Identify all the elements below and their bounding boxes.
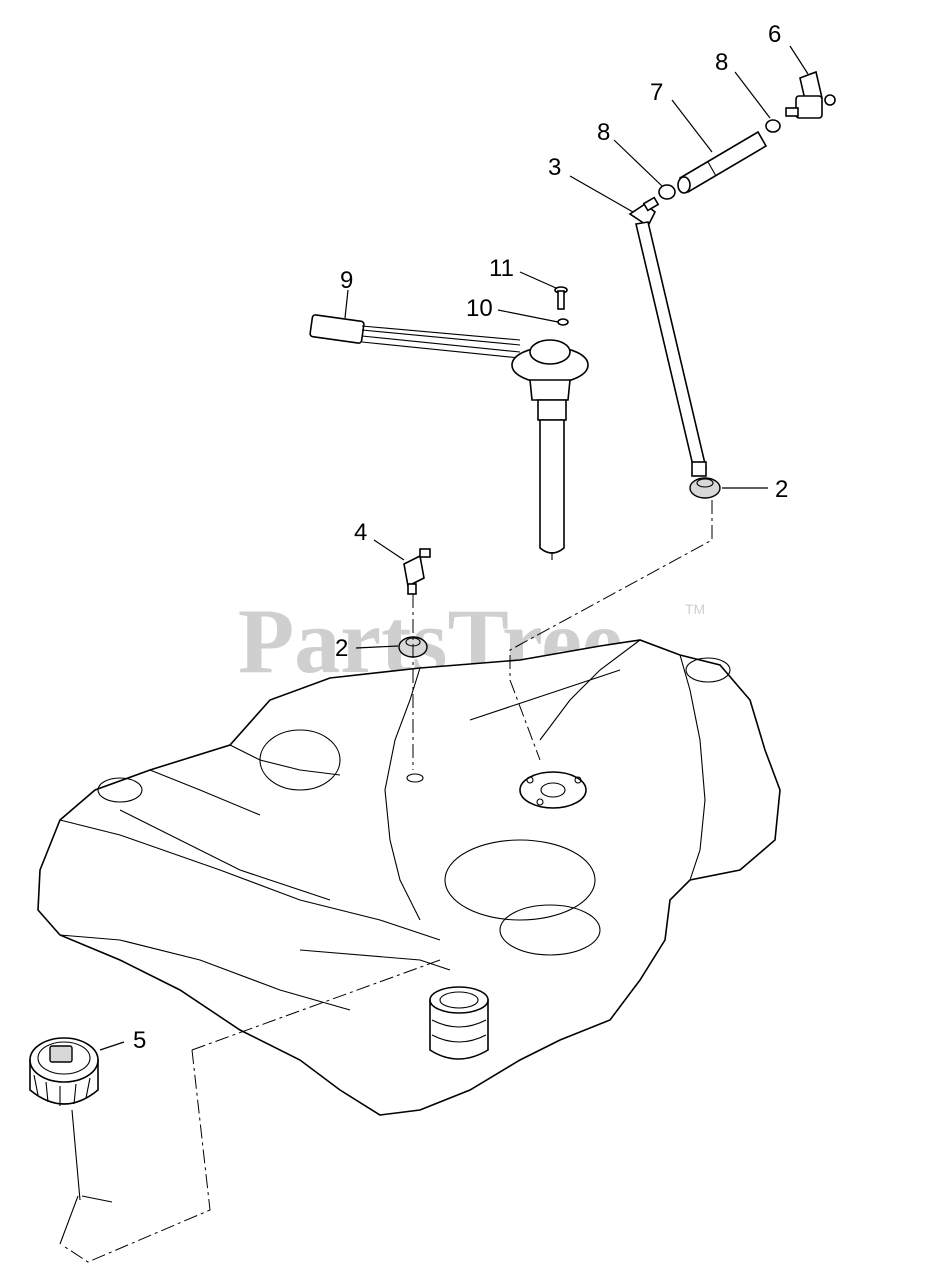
part-2-grommet-upper bbox=[689, 477, 721, 499]
fuel-tank bbox=[37, 639, 781, 1116]
watermark-trademark: TM bbox=[685, 601, 705, 617]
callout-6: 6 bbox=[768, 21, 781, 48]
callout-8-upper: 8 bbox=[715, 49, 728, 76]
part-8-clamp-upper bbox=[765, 119, 781, 133]
leader-lines bbox=[99, 45, 809, 1051]
callout-7: 7 bbox=[650, 79, 663, 106]
part-9-fuel-sender bbox=[309, 314, 589, 560]
part-11-screw bbox=[554, 286, 568, 310]
callout-2-upper: 2 bbox=[775, 476, 788, 503]
callout-3: 3 bbox=[548, 154, 561, 181]
part-3-vent-tube bbox=[628, 196, 707, 477]
callout-11: 11 bbox=[489, 255, 514, 282]
callout-4: 4 bbox=[354, 519, 367, 546]
callout-2-lower: 2 bbox=[335, 635, 348, 662]
callout-10: 10 bbox=[466, 295, 493, 322]
part-8-clamp-lower bbox=[658, 184, 676, 200]
callout-9: 9 bbox=[340, 267, 353, 294]
callout-5: 5 bbox=[133, 1027, 146, 1054]
assembly-lines bbox=[61, 500, 713, 1263]
part-6-vent-valve bbox=[785, 70, 836, 119]
part-7-hose bbox=[677, 130, 768, 194]
part-4-elbow-fitting bbox=[403, 548, 431, 595]
callout-labels: 6 8 7 8 3 11 9 10 2 4 2 5 bbox=[133, 21, 788, 1054]
part-5-fuel-cap bbox=[29, 1037, 113, 1245]
part-10-washer bbox=[557, 318, 569, 326]
callout-8-lower: 8 bbox=[597, 119, 610, 146]
